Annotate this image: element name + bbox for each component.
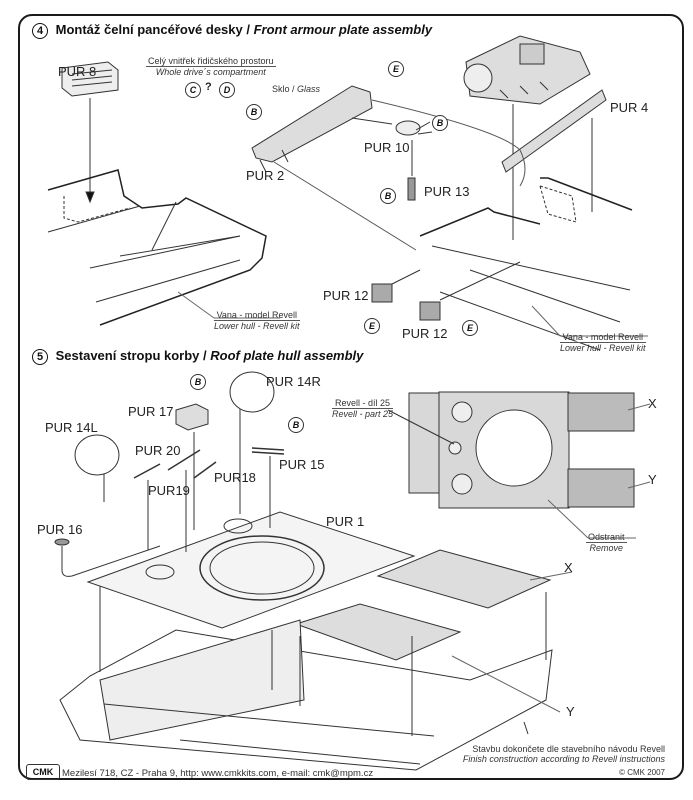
label-pur13: PUR 13 xyxy=(424,184,470,199)
badge-d: D xyxy=(219,82,235,98)
step-number: 5 xyxy=(32,349,48,365)
badge-e-pur12-b: E xyxy=(462,320,478,336)
engine-deck-x xyxy=(376,549,552,609)
label-pur4: PUR 4 xyxy=(610,100,649,115)
lower-hull-left xyxy=(47,169,280,326)
cmk-logo: CMK xyxy=(26,764,60,780)
step-number: 4 xyxy=(32,23,48,39)
badge-e-top: E xyxy=(388,61,404,77)
pur4-part xyxy=(501,89,607,173)
badge-b-pur2: B xyxy=(246,104,262,120)
label-pur19: PUR19 xyxy=(148,483,190,498)
caption-drivers-compartment: Celý vnitřek řidičského prostoru Whole d… xyxy=(146,56,276,77)
badge-b-pur15: B xyxy=(288,417,304,433)
revell-part25 xyxy=(387,391,651,539)
caption-revell-part25: Revell - díl 25 Revell - part 25 xyxy=(332,398,394,419)
badge-b-pur14r: B xyxy=(190,374,206,390)
pur15-part xyxy=(251,447,285,455)
label-pur10: PUR 10 xyxy=(364,140,410,155)
pur17-part xyxy=(175,403,209,431)
badge-c: C xyxy=(185,82,201,98)
pur16-part xyxy=(54,538,70,546)
title-cz: Montáž čelní pancéřové desky / xyxy=(55,22,250,37)
lower-hull-bottom xyxy=(59,619,553,771)
label-pur15: PUR 15 xyxy=(279,457,325,472)
label-pur2: PUR 2 xyxy=(246,168,285,183)
instruction-frame xyxy=(18,14,684,780)
lower-hull-right xyxy=(419,177,648,351)
section4-title: 4 Montáž čelní pancéřové desky / Front a… xyxy=(32,22,432,39)
caption-remove: Odstranit Remove xyxy=(586,532,627,553)
question-mark: ? xyxy=(205,81,212,93)
engine-deck-y xyxy=(294,603,462,661)
section5-title: 5 Sestavení stropu korby / Roof plate hu… xyxy=(32,348,363,365)
roof-plate-pur1 xyxy=(86,511,416,629)
label-pur8: PUR 8 xyxy=(58,64,97,79)
marker-x-part25: X xyxy=(648,396,657,411)
badge-e-pur12-a: E xyxy=(364,318,380,334)
caption-lower-hull-left: Vana - model Revell Lower hull - Revell … xyxy=(214,310,300,331)
pur8-part xyxy=(61,61,119,97)
copyright: © CMK 2007 xyxy=(619,768,665,777)
caption-glass: Sklo / Glass xyxy=(272,84,321,94)
marker-x-deck: X xyxy=(564,560,573,575)
label-pur12-a: PUR 12 xyxy=(323,288,369,303)
footer-address: Mezilesí 718, CZ - Praha 9, http: www.cm… xyxy=(62,768,374,779)
marker-y-deck: Y xyxy=(566,704,575,719)
caption-lower-hull-right: Vana - model Revell Lower hull - Revell … xyxy=(560,332,646,353)
badge-b-pur10: B xyxy=(432,115,448,131)
pur12-part-a xyxy=(371,283,393,303)
title-en: Roof plate hull assembly xyxy=(210,348,364,363)
finish-note: Stavbu dokončete dle stavebního návodu R… xyxy=(462,744,665,764)
pur14l-part xyxy=(74,434,120,476)
label-pur20: PUR 20 xyxy=(135,443,181,458)
title-en: Front armour plate assembly xyxy=(253,22,433,37)
label-pur16: PUR 16 xyxy=(37,522,83,537)
fighting-compartment-part xyxy=(463,35,591,105)
label-pur17: PUR 17 xyxy=(128,404,174,419)
label-pur14l: PUR 14L xyxy=(45,420,98,435)
pur14r-part xyxy=(229,371,275,413)
title-cz: Sestavení stropu korby / xyxy=(55,348,207,363)
pur13-part xyxy=(407,177,416,201)
label-pur1: PUR 1 xyxy=(326,514,365,529)
label-pur18: PUR18 xyxy=(214,470,256,485)
pur12-part-b xyxy=(419,301,441,321)
pur2-part xyxy=(251,85,373,173)
label-pur14r: PUR 14R xyxy=(266,374,321,389)
pur10-part xyxy=(395,120,421,136)
label-pur12-b: PUR 12 xyxy=(402,326,448,341)
badge-b-pur13: B xyxy=(380,188,396,204)
marker-y-part25: Y xyxy=(648,472,657,487)
